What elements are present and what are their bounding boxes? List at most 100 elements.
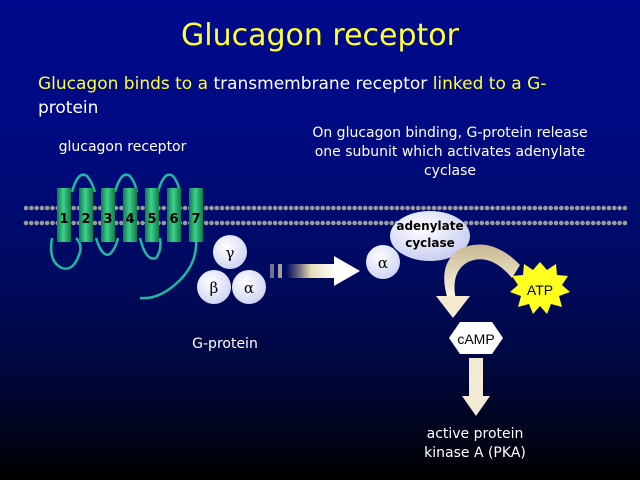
lipid-head: [437, 205, 442, 211]
lipid-head: [71, 205, 76, 211]
lipid-head: [119, 205, 124, 211]
lipid-head: [373, 220, 379, 226]
lipid-head: [325, 205, 331, 211]
lipid-head: [601, 220, 606, 226]
lipid-head: [92, 205, 98, 211]
lipid-head: [299, 220, 304, 226]
lipid-head: [29, 205, 34, 211]
lipid-head: [468, 220, 474, 226]
lipid-head: [537, 220, 543, 226]
lipid-head: [463, 205, 469, 211]
pka-label: active protein kinase A (PKA): [405, 425, 545, 463]
lipid-head: [548, 205, 553, 211]
lipid-head: [331, 220, 336, 226]
lipid-head: [500, 205, 506, 211]
released-alpha-subunit: [366, 245, 400, 279]
lipid-head: [320, 220, 326, 226]
lipid-head: [352, 205, 357, 211]
lipid-head: [580, 205, 585, 211]
lipid-head: [384, 205, 389, 211]
lipid-head: [203, 205, 209, 211]
lipid-head: [267, 205, 273, 211]
lipid-head: [431, 205, 437, 211]
lipid-head: [516, 205, 522, 211]
lipid-head: [235, 220, 241, 226]
gprotein-label: G-protein: [192, 336, 258, 352]
pka-arrow: [462, 358, 490, 416]
lipid-head: [484, 205, 490, 211]
lipid-head: [378, 205, 384, 211]
lipid-head: [225, 205, 230, 211]
lipid-head: [214, 205, 220, 211]
pka-line-1: active protein: [426, 426, 524, 442]
lipid-head: [23, 205, 29, 211]
lipid-head: [219, 220, 225, 226]
lipid-head: [267, 220, 273, 226]
slide-title: Glucagon receptor: [181, 18, 459, 53]
lipid-head: [161, 220, 167, 226]
lipid-head: [39, 205, 45, 211]
lipid-head: [241, 220, 246, 226]
lipid-head: [283, 220, 289, 226]
lipid-head: [203, 220, 209, 226]
lipid-head: [241, 205, 246, 211]
lipid-head: [368, 220, 373, 226]
lipid-head: [389, 205, 395, 211]
lipid-head: [553, 220, 559, 226]
lipid-head: [34, 205, 39, 211]
lipid-head: [92, 220, 98, 226]
lipid-head: [543, 220, 548, 226]
camp-label: cAMP: [457, 331, 494, 347]
lipid-head: [272, 205, 278, 211]
binding-line-1: On glucagon binding, G-protein release: [312, 125, 588, 141]
lipid-head: [612, 205, 617, 211]
lipid-head: [325, 220, 331, 226]
lipid-head: [410, 205, 416, 211]
lipid-head: [140, 205, 145, 211]
helix-7: [189, 188, 203, 242]
intro-text: Glucagon binds to a transmembrane recept…: [38, 72, 598, 120]
pka-line-2: kinase A (PKA): [424, 445, 526, 461]
lipid-head: [527, 220, 532, 226]
lipid-head: [182, 205, 188, 211]
lipid-head: [574, 220, 580, 226]
lipid-head: [294, 220, 299, 226]
helix-number-2: 2: [81, 212, 90, 227]
lipid-head: [490, 220, 495, 226]
binding-description: On glucagon binding, G-protein release o…: [270, 124, 630, 181]
lipid-head: [511, 205, 516, 211]
helix-4: [123, 188, 137, 242]
lipid-head: [362, 205, 368, 211]
lipid-head: [384, 220, 389, 226]
gamma-subunit: [213, 235, 247, 269]
lipid-head: [415, 205, 421, 211]
lipid-head: [44, 220, 50, 226]
lipid-head: [574, 205, 580, 211]
lipid-head: [474, 205, 479, 211]
receptor-loops: [49, 173, 198, 300]
lipid-head: [140, 220, 145, 226]
lipid-head: [447, 205, 453, 211]
lipid-head: [421, 205, 426, 211]
lipid-head: [585, 205, 591, 211]
lipid-head: [516, 220, 522, 226]
lipid-head: [479, 205, 485, 211]
beta-subunit: [197, 270, 231, 304]
helix-number-4: 4: [125, 212, 134, 227]
lipid-head: [474, 220, 479, 226]
lipid-head: [495, 205, 501, 211]
gamma-symbol: γ: [226, 244, 235, 262]
lipid-head: [119, 220, 124, 226]
lipid-head: [511, 220, 516, 226]
atp-label: ATP: [527, 282, 553, 298]
lipid-head: [341, 220, 347, 226]
lipid-head: [606, 220, 612, 226]
lipid-head: [214, 220, 220, 226]
lipid-head: [537, 205, 543, 211]
lipid-head: [490, 205, 495, 211]
conversion-arrow: [436, 244, 520, 318]
lipid-head: [219, 205, 225, 211]
lipid-head: [585, 220, 591, 226]
enzyme-line-1: adenylate: [396, 219, 463, 233]
